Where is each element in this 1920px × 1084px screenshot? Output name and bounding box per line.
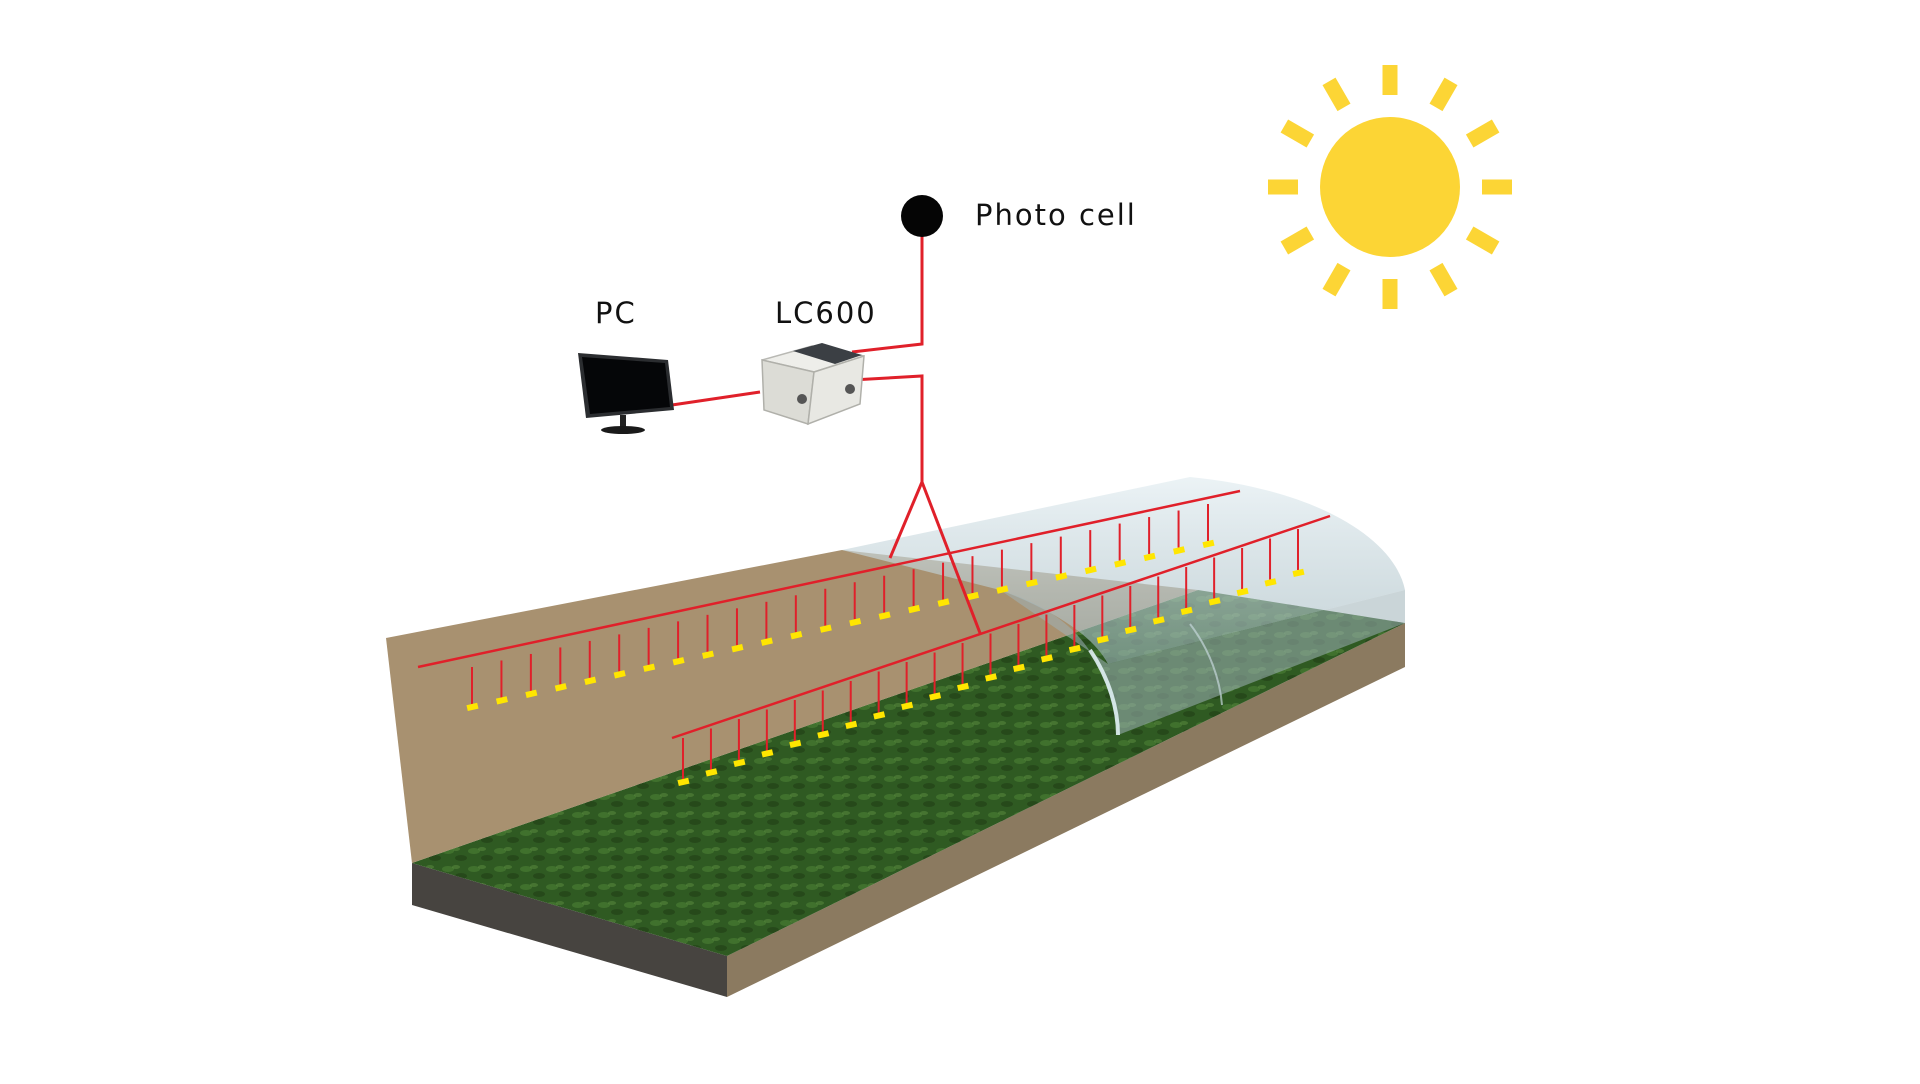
wire-pc-to-controller xyxy=(671,390,761,407)
grow-lamp xyxy=(966,591,980,601)
grow-lamp xyxy=(761,749,774,758)
grow-lamp xyxy=(1084,565,1097,575)
grow-lamp xyxy=(643,663,656,672)
grow-lamp xyxy=(1202,539,1215,549)
grow-lamp xyxy=(733,758,746,768)
grow-lamp xyxy=(701,650,715,659)
grow-lamp xyxy=(554,683,567,692)
grow-lamp xyxy=(817,730,830,739)
grow-lamp xyxy=(1264,578,1277,587)
grow-lamp xyxy=(873,711,886,720)
grow-light-rows xyxy=(417,489,1331,787)
grow-lamp xyxy=(1025,578,1038,588)
grow-lamp xyxy=(1124,625,1137,635)
controller-label: LC600 xyxy=(775,296,877,330)
sun-ray xyxy=(1280,119,1315,148)
controller-lid xyxy=(793,343,862,364)
grow-lamp xyxy=(1143,552,1156,562)
glass-edge xyxy=(1088,648,1120,736)
grow-lamp xyxy=(790,631,803,640)
back-light-row xyxy=(417,489,1241,712)
grow-lamp xyxy=(672,657,685,666)
glass-rib xyxy=(1189,623,1223,706)
grow-lamp xyxy=(956,682,970,692)
grow-lamp xyxy=(849,617,862,627)
wire-split-front-row xyxy=(920,481,982,634)
glass-roof xyxy=(842,477,1405,664)
grow-lamp xyxy=(495,696,508,705)
photo-cell: Photo cell xyxy=(901,195,1137,237)
grow-lamp xyxy=(731,644,744,653)
grow-lamp xyxy=(1180,606,1193,616)
sun-ray xyxy=(1280,226,1315,255)
wiring xyxy=(671,218,982,634)
grow-lamp xyxy=(1236,587,1249,597)
grow-lamp xyxy=(1152,616,1165,625)
grow-lamp xyxy=(789,739,802,749)
grow-lamp xyxy=(1055,572,1068,581)
sun-ray xyxy=(1465,119,1500,148)
grow-lamp xyxy=(819,624,832,633)
grow-lamp xyxy=(1096,635,1109,644)
soil-side-face xyxy=(727,623,1405,997)
photo-cell-label: Photo cell xyxy=(975,198,1137,232)
sun-ray xyxy=(1322,262,1351,297)
glass-tunnel xyxy=(842,477,1405,736)
grow-lamp xyxy=(613,670,626,679)
grow-lamp xyxy=(1114,559,1127,568)
soil-front-face xyxy=(412,863,727,997)
sun-icon xyxy=(1268,65,1512,309)
grow-lamp xyxy=(525,689,538,699)
grow-lamp xyxy=(929,692,942,701)
grow-lamp xyxy=(1208,597,1221,606)
grow-lamp xyxy=(584,676,597,685)
lc600-controller: LC600 xyxy=(761,296,877,426)
front-light-row xyxy=(671,514,1331,787)
light-bar xyxy=(671,514,1331,740)
grow-lamp xyxy=(908,604,921,614)
sun-ray xyxy=(1429,262,1458,297)
monitor-base xyxy=(601,426,645,434)
grow-lamp xyxy=(1292,568,1305,578)
grow-lamp xyxy=(1068,644,1081,654)
grow-lamp xyxy=(984,673,998,682)
grow-lamp xyxy=(705,768,718,777)
wire-controller-to-lights xyxy=(851,374,924,482)
monitor-neck xyxy=(620,415,626,427)
controller-port xyxy=(845,384,855,394)
pc-monitor: PC xyxy=(578,296,674,434)
light-bar xyxy=(417,489,1241,669)
controller-port xyxy=(797,394,807,404)
photo-cell-sensor xyxy=(901,195,943,237)
sun-ray xyxy=(1322,77,1351,112)
grow-lamp xyxy=(1040,654,1053,663)
sun-ray xyxy=(1429,77,1458,112)
grow-lamp xyxy=(901,701,914,711)
wire-split-back-row xyxy=(888,481,924,559)
grow-lamp xyxy=(937,598,950,607)
grow-lamp xyxy=(996,585,1009,594)
controller-front xyxy=(761,359,815,425)
grow-lamp xyxy=(1012,663,1025,673)
pc-label: PC xyxy=(595,296,637,330)
grow-lamp xyxy=(1173,546,1186,555)
grow-lamp xyxy=(677,777,690,787)
grow-lamp xyxy=(760,637,773,646)
sun-disc xyxy=(1320,117,1460,257)
controller-side xyxy=(807,354,865,426)
monitor-screen xyxy=(582,357,670,414)
grow-lamp xyxy=(466,702,479,712)
glass-end-face xyxy=(1000,590,1405,735)
grow-lamp xyxy=(845,720,858,730)
sun-ray xyxy=(1465,226,1500,255)
grow-lamp xyxy=(878,611,891,620)
wire-photocell-to-controller xyxy=(851,218,924,354)
